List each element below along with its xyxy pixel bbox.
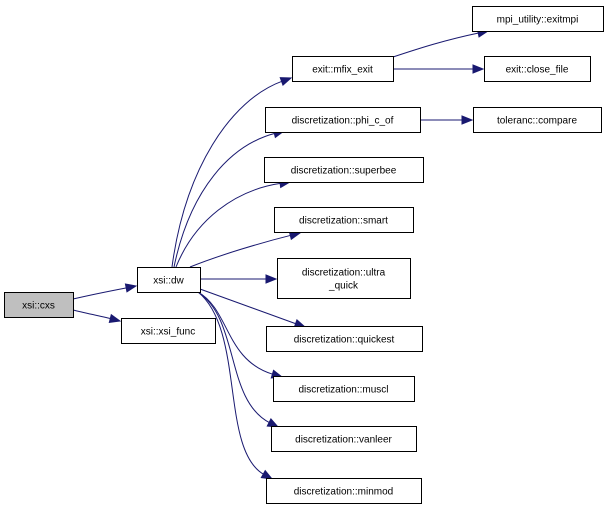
node-box[interactable] <box>274 207 414 233</box>
node-box[interactable] <box>271 426 417 452</box>
node-close-file[interactable]: exit::close_file <box>484 56 591 82</box>
node-muscl[interactable]: discretization::muscl <box>273 376 415 402</box>
node-label: discretization::vanleer <box>295 435 392 446</box>
arrowhead-icon <box>265 274 278 284</box>
node-label: mpi_utility::exitmpi <box>497 15 579 26</box>
node-superbee[interactable]: discretization::superbee <box>264 157 424 183</box>
edge-mfix_exit-to-exitmpi <box>392 28 490 58</box>
node-box[interactable] <box>472 6 604 32</box>
arrowhead-icon <box>461 115 474 125</box>
node-vanleer[interactable]: discretization::vanleer <box>271 426 417 452</box>
node-xsi-func[interactable]: xsi::xsi_func <box>121 318 216 344</box>
node-box[interactable] <box>264 157 424 183</box>
node-ultra-quick[interactable]: discretization::ultra_quick <box>277 258 411 299</box>
node-label: xsi::cxs <box>22 301 55 312</box>
edge-line <box>197 291 274 375</box>
node-box[interactable] <box>121 318 216 344</box>
arrowhead-icon <box>108 313 122 324</box>
node-quickest[interactable]: discretization::quickest <box>266 326 423 352</box>
node-mfix-exit[interactable]: exit::mfix_exit <box>292 56 394 82</box>
edge-cxs-to-dw <box>72 283 138 300</box>
arrowhead-icon <box>124 283 138 293</box>
node-label: discretization::muscl <box>298 385 388 396</box>
edge-line <box>197 291 271 424</box>
node-box[interactable] <box>266 326 423 352</box>
edge-line <box>72 309 112 320</box>
node-box[interactable] <box>473 107 602 133</box>
edge-cxs-to-xsi_func <box>72 309 122 324</box>
node-label: xsi::xsi_func <box>141 327 195 338</box>
node-phi-c-of[interactable]: discretization::phi_c_of <box>265 107 421 133</box>
node-smart[interactable]: discretization::smart <box>274 207 414 233</box>
edge-line <box>171 80 283 268</box>
edge-line <box>199 288 297 325</box>
arrowhead-icon <box>260 469 274 480</box>
node-label: discretization::superbee <box>291 166 397 177</box>
node-label: xsi::dw <box>153 276 184 287</box>
arrowhead-icon <box>472 64 485 74</box>
node-label: exit::mfix_exit <box>312 65 373 76</box>
edge-line <box>197 291 265 476</box>
edge-mfix_exit-to-close_file <box>393 64 485 74</box>
edge-dw-to-ultra_quick <box>200 274 278 284</box>
node-box[interactable] <box>265 107 421 133</box>
node-box[interactable] <box>266 478 422 504</box>
node-box[interactable] <box>137 267 201 293</box>
node-box[interactable] <box>277 258 411 299</box>
node-minmod[interactable]: discretization::minmod <box>266 478 422 504</box>
node-box[interactable] <box>4 292 74 318</box>
node-label: discretization::smart <box>299 216 388 227</box>
edge-line <box>189 234 292 268</box>
node-label: exit::close_file <box>506 65 569 76</box>
edges-layer <box>72 28 490 480</box>
node-exitmpi[interactable]: mpi_utility::exitmpi <box>472 6 604 32</box>
edge-line <box>72 287 128 300</box>
node-label: discretization::minmod <box>294 487 393 498</box>
edge-line <box>173 132 276 268</box>
node-label: discretization::phi_c_of <box>292 116 394 127</box>
edge-line <box>392 32 480 58</box>
node-label: _quick <box>328 281 359 292</box>
edge-dw-to-phi_c_of <box>173 129 286 268</box>
node-box[interactable] <box>484 56 591 82</box>
node-label: discretization::ultra <box>302 268 386 279</box>
edge-line <box>175 182 282 268</box>
edge-dw-to-vanleer <box>197 291 280 428</box>
node-dw[interactable]: xsi::dw <box>137 267 201 293</box>
edge-phi_c_of-to-compare <box>420 115 474 125</box>
node-compare[interactable]: toleranc::compare <box>473 107 602 133</box>
arrowhead-icon <box>279 77 293 87</box>
edge-dw-to-mfix_exit <box>171 77 293 268</box>
node-cxs[interactable]: xsi::cxs <box>4 292 74 318</box>
edge-dw-to-superbee <box>175 178 292 268</box>
node-label: discretization::quickest <box>294 335 395 346</box>
node-box[interactable] <box>292 56 394 82</box>
node-label: toleranc::compare <box>497 116 577 127</box>
arrowhead-icon <box>266 418 280 428</box>
node-box[interactable] <box>273 376 415 402</box>
